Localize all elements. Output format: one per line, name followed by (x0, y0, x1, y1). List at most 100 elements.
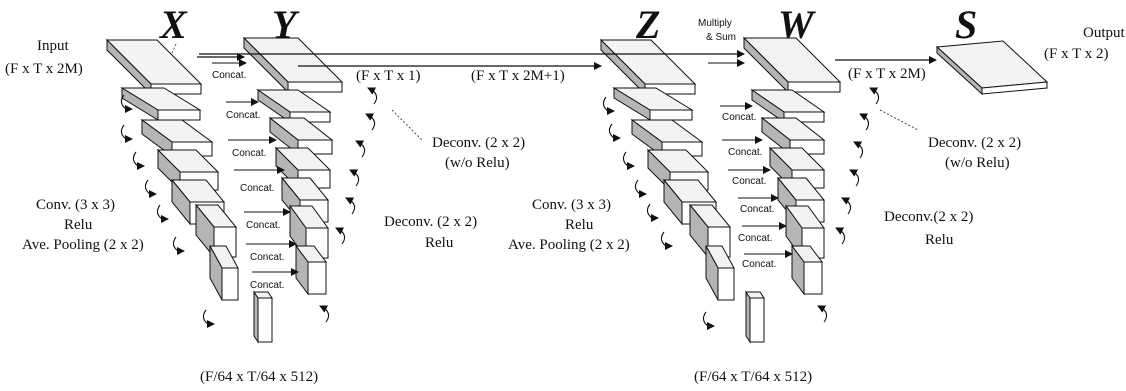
input-title: Input (37, 38, 69, 54)
curved-arrows (120, 87, 880, 330)
mid-dims: (F x T x 2M+1) (471, 68, 565, 84)
left-deconv-last-line1: Deconv. (2 x 2) (432, 135, 525, 151)
left-concat-2: Concat. (228, 136, 277, 159)
right-up-arrow-3 (849, 169, 860, 187)
left-decoder-block-0 (242, 36, 344, 94)
sum-label: & Sum (706, 32, 736, 43)
right-deconv-last-line2: (w/o Relu) (945, 155, 1010, 171)
right-concat-3: Concat. (728, 166, 771, 187)
right-down-arrow-3 (634, 179, 647, 198)
left-down-arrow-1 (120, 124, 133, 143)
concat-label: Concat. (722, 112, 756, 123)
right-up-arrow-5 (835, 227, 846, 245)
right-concat-1: Concat. (720, 102, 756, 123)
left-encoder-block-6 (209, 245, 239, 301)
concat-label: Concat. (742, 259, 776, 270)
concat-label: Concat. (212, 70, 246, 81)
left-concat-6: Concat. (250, 268, 299, 291)
concat-label: Concat. (232, 148, 266, 159)
left-encoder-bottleneck (253, 290, 273, 344)
left-concat-4: Concat. (244, 208, 291, 231)
right-concat-5: Concat. (738, 222, 787, 244)
right-deconv-last-line1: Deconv. (2 x 2) (928, 135, 1021, 151)
output-plane (935, 40, 1049, 96)
left-encoder-block-0 (105, 38, 203, 96)
concat-label: Concat. (738, 233, 772, 244)
concat-label: Concat. (250, 280, 284, 291)
left-decoder-block-1 (256, 89, 332, 123)
output-dims: (F x T x 2) (1044, 46, 1108, 62)
right-encoder-block-0 (599, 38, 697, 96)
right-up-arrow-2 (853, 141, 864, 159)
concat-arrows: Concat. Concat. Concat. Concat. Concat. Conca… (212, 59, 793, 291)
right-down-arrow-5 (660, 231, 673, 250)
right-encoder-block-5 (688, 203, 732, 259)
left-up-arrow-6 (319, 305, 330, 323)
variable-s: S (955, 2, 977, 47)
right-decoder-block-0 (742, 36, 842, 94)
left-down-arrow-4 (156, 204, 169, 223)
right-up-arrow-6 (817, 305, 828, 323)
left-conv-line1: Conv. (3 x 3) (36, 197, 115, 213)
concat-label: Concat. (250, 252, 284, 263)
concat-label: Concat. (226, 110, 260, 121)
bottleneck-right-dims: (F/64 x T/64 x 512) (694, 369, 812, 385)
left-down-arrow-6 (202, 309, 215, 328)
right-decoder-block-1 (750, 89, 826, 123)
right-concat-2: Concat. (722, 136, 763, 158)
left-up-arrow-1 (365, 113, 376, 131)
concat-label: Concat. (740, 204, 774, 215)
concat-label: Concat. (246, 220, 280, 231)
right-deconv-line2: Relu (925, 232, 954, 248)
right-decoder-block-6 (791, 244, 823, 296)
left-deconv-line1: Deconv. (2 x 2) (384, 214, 477, 230)
right-encoder-bottleneck (745, 290, 765, 344)
left-down-arrow-2 (132, 151, 145, 170)
bottleneck-left-dims: (F/64 x T/64 x 512) (200, 369, 318, 385)
left-up-arrow-0 (367, 87, 378, 105)
input-dims: (F x T x 2M) (5, 61, 83, 77)
left-encoder-block-1 (120, 87, 202, 121)
right-encoder-block-1 (612, 87, 694, 121)
right-up-arrow-4 (841, 197, 852, 215)
left-concat-1: Concat. (226, 98, 260, 121)
left-decoder-block-6 (295, 244, 327, 296)
right-up-arrow-1 (859, 113, 870, 131)
left-down-arrow-0 (120, 94, 133, 113)
left-concat-5: Concat. (246, 240, 297, 263)
variable-x: X (158, 2, 188, 47)
right-deconv-line1: Deconv.(2 x 2) (884, 209, 973, 225)
right-down-arrow-4 (646, 203, 659, 222)
left-up-arrow-3 (349, 169, 360, 187)
right-down-arrow-2 (622, 151, 635, 170)
left-decoder-block-5 (289, 204, 329, 260)
main-arrows (197, 50, 937, 70)
right-down-arrow-6 (702, 311, 715, 330)
left-up-arrow-2 (355, 140, 366, 158)
multiply-label: Multiply (698, 18, 732, 29)
right-decoder-block-2 (760, 116, 826, 156)
concat-label: Concat. (732, 176, 766, 187)
right-concat-6: Concat. (742, 250, 793, 270)
concat-label: Concat. (728, 147, 762, 158)
right-conv-line2: Relu (565, 217, 594, 233)
left-down-arrow-3 (144, 179, 157, 198)
left-decoder-block-3 (274, 146, 332, 190)
y-dims: (F x T x 1) (356, 68, 420, 84)
encoder-decoder-stacks (105, 36, 842, 344)
output-title: Output (1083, 25, 1126, 41)
right-pool: Ave. Pooling (2 x 2) (508, 237, 630, 253)
w-dims: (F x T x 2M) (848, 66, 926, 82)
concat-label: Concat. (240, 183, 274, 194)
left-down-arrow-5 (172, 236, 185, 255)
right-conv-line1: Conv. (3 x 3) (532, 197, 611, 213)
right-down-arrow-0 (602, 96, 615, 115)
left-deconv-line2: Relu (425, 235, 454, 251)
right-down-arrow-1 (608, 123, 621, 142)
right-encoder-block-6 (705, 245, 735, 301)
right-up-arrow-0 (869, 87, 880, 105)
left-deconv-last-line2: (w/o Relu) (445, 155, 510, 171)
left-concat-3: Concat. (234, 166, 285, 194)
left-conv-line2: Relu (64, 217, 93, 233)
leader-lines (391, 109, 919, 141)
